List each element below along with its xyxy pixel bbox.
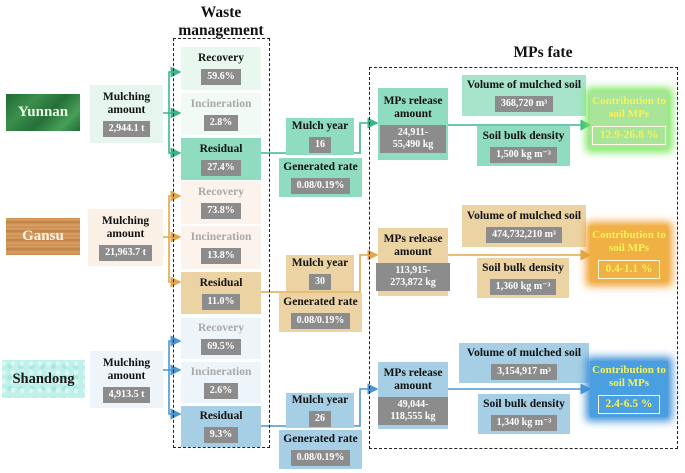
gansu-incineration-label: Incineration — [190, 231, 252, 243]
yunnan-mulching-value: 2,944.1 t — [102, 121, 151, 137]
shandong-mulch-year-label: Mulch year — [291, 394, 349, 406]
yunnan-incineration-box: Incineration 2.8% — [181, 93, 261, 135]
yunnan-volume-label: Volume of mulched soil — [466, 79, 582, 91]
gansu-mulch-year-label: Mulch year — [291, 256, 349, 269]
shandong-incineration-box: Incineration 2.6% — [181, 362, 261, 403]
yunnan-mulch-year-label: Mulch year — [291, 120, 349, 132]
region-yunnan: Yunnan — [6, 94, 80, 131]
gansu-generated-rate-value: 0.08/0.19% — [290, 313, 351, 329]
shandong-bulk-density-label: Soil bulk density — [483, 397, 565, 410]
gansu-bulk-density-label: Soil bulk density — [482, 261, 564, 274]
shandong-bulk-density-box: Soil bulk density 1,340 kg m⁻³ — [478, 394, 570, 434]
shandong-residual-box: Residual 9.3% — [181, 406, 261, 447]
gansu-connectors — [163, 190, 592, 293]
shandong-residual-label: Residual — [199, 410, 243, 422]
shandong-mulching-value: 4,913.5 t — [102, 386, 151, 403]
shandong-bulk-density-value: 1,340 kg m⁻³ — [490, 414, 558, 431]
gansu-residual-label: Residual — [199, 276, 243, 289]
gansu-volume-box: Volume of mulched soil 474,732,210 m³ — [462, 205, 586, 247]
gansu-contribution-box: Contribution to soil MPs 0.4-1.1 % — [590, 226, 668, 282]
shandong-recovery-label: Recovery — [198, 322, 244, 334]
yunnan-mps-release-box: MPs release amount 24,911-55,490 kg — [378, 88, 448, 160]
gansu-contribution-label: Contribution to soil MPs — [592, 229, 666, 254]
gansu-generated-rate-label: Generated rate — [283, 296, 358, 308]
yunnan-recovery-label: Recovery — [198, 52, 244, 64]
yunnan-contribution-value: 12.9-26.8 % — [591, 126, 667, 145]
shandong-volume-label: Volume of mulched soil — [466, 346, 582, 359]
shandong-contribution-value: 2.4-6.5 % — [597, 395, 661, 414]
yunnan-mps-release-value: 24,911-55,490 kg — [380, 125, 446, 153]
yunnan-mulching-label: Mulching amount — [102, 91, 151, 116]
waste-management-frame — [173, 38, 270, 448]
gansu-mulch-year-box: Mulch year 30 — [286, 255, 354, 291]
gansu-mps-release-value: 113,915-273,872 kg — [376, 263, 450, 291]
gansu-volume-label: Volume of mulched soil — [466, 209, 582, 222]
waste-management-title: Waste management — [178, 4, 264, 39]
shandong-incineration-value: 2.6% — [203, 383, 239, 399]
gansu-bulk-density-value: 1,360 kg m⁻³ — [489, 278, 557, 295]
yunnan-generated-rate-value: 0.08/0.19% — [290, 178, 351, 194]
gansu-incineration-value: 13.8% — [201, 248, 241, 264]
gansu-mulching-label: Mulching amount — [101, 214, 150, 240]
region-shandong: Shandong — [2, 360, 85, 398]
shandong-generated-rate-value: 0.08/0.19% — [290, 450, 351, 466]
mps-fate-frame — [369, 67, 678, 449]
gansu-recovery-label: Recovery — [198, 186, 244, 198]
gansu-bulk-density-box: Soil bulk density 1,360 kg m⁻³ — [477, 258, 569, 298]
shandong-generated-rate-box: Generated rate 0.08/0.19% — [279, 430, 362, 469]
gansu-recovery-value: 73.8% — [201, 203, 241, 219]
shandong-residual-value: 9.3% — [203, 427, 239, 443]
gansu-mulch-year-value: 30 — [309, 273, 331, 290]
yunnan-contribution-box: Contribution to soil MPs 12.9-26.8 % — [590, 92, 668, 148]
shandong-mps-release-box: MPs release amount 49,044-118,555 kg — [378, 362, 448, 429]
shandong-mulching-label: Mulching amount — [102, 356, 151, 382]
shandong-volume-box: Volume of mulched soil 3,154,917 m³ — [459, 343, 589, 383]
shandong-mulching-box: Mulching amount 4,913.5 t — [90, 351, 163, 408]
yunnan-generated-rate-label: Generated rate — [283, 161, 358, 173]
shandong-contribution-label: Contribution to soil MPs — [592, 364, 666, 389]
shandong-incineration-label: Incineration — [190, 366, 252, 378]
yunnan-bulk-density-label: Soil bulk density — [482, 129, 565, 142]
shandong-mps-release-label: MPs release amount — [383, 366, 443, 392]
mps-fate-title: MPs fate — [513, 44, 573, 61]
shandong-mulch-year-box: Mulch year 26 — [286, 393, 354, 428]
yunnan-incineration-value: 2.8% — [203, 114, 239, 131]
shandong-contribution-box: Contribution to soil MPs 2.4-6.5 % — [590, 361, 668, 417]
yunnan-volume-value: 368,720 m³ — [494, 96, 554, 112]
yunnan-recovery-value: 59.6% — [201, 69, 241, 85]
gansu-volume-value: 474,732,210 m³ — [486, 226, 562, 243]
gansu-mulching-box: Mulching amount 21,963.7 t — [88, 209, 163, 266]
gansu-incineration-box: Incineration 13.8% — [181, 226, 261, 269]
yunnan-volume-box: Volume of mulched soil 368,720 m³ — [462, 75, 586, 116]
shandong-volume-value: 3,154,917 m³ — [491, 363, 557, 380]
yunnan-contribution-label: Contribution to soil MPs — [592, 95, 666, 120]
yunnan-residual-value: 27.4% — [201, 159, 241, 176]
gansu-generated-rate-box: Generated rate 0.08/0.19% — [279, 293, 362, 332]
yunnan-residual-label: Residual — [199, 142, 243, 155]
gansu-residual-box: Residual 11.0% — [181, 272, 261, 314]
yunnan-bulk-density-box: Soil bulk density 1,500 kg m⁻³ — [477, 126, 570, 166]
shandong-mps-release-value: 49,044-118,555 kg — [378, 396, 448, 425]
gansu-mps-release-label: MPs release amount — [383, 233, 443, 258]
shandong-recovery-box: Recovery 69.5% — [181, 318, 261, 359]
gansu-mps-release-box: MPs release amount 113,915-273,872 kg — [376, 228, 450, 296]
shandong-recovery-value: 69.5% — [201, 339, 241, 355]
gansu-mulching-value: 21,963.7 t — [99, 244, 152, 261]
yunnan-incineration-label: Incineration — [190, 97, 252, 110]
shandong-generated-rate-label: Generated rate — [283, 433, 358, 445]
gansu-recovery-box: Recovery 73.8% — [181, 181, 261, 224]
shandong-mulch-year-value: 26 — [309, 411, 331, 427]
yunnan-mulch-year-box: Mulch year 16 — [286, 118, 354, 155]
yunnan-mulch-year-value: 16 — [309, 137, 331, 153]
yunnan-recovery-box: Recovery 59.6% — [181, 47, 261, 90]
region-gansu: Gansu — [6, 218, 80, 255]
yunnan-mulching-box: Mulching amount 2,944.1 t — [90, 85, 163, 143]
yunnan-mps-release-label: MPs release amount — [383, 95, 443, 120]
gansu-contribution-value: 0.4-1.1 % — [597, 260, 661, 279]
yunnan-residual-box: Residual 27.4% — [181, 138, 261, 180]
gansu-residual-value: 11.0% — [201, 293, 241, 310]
yunnan-generated-rate-box: Generated rate 0.08/0.19% — [279, 158, 362, 197]
yunnan-bulk-density-value: 1,500 kg m⁻³ — [490, 146, 557, 163]
